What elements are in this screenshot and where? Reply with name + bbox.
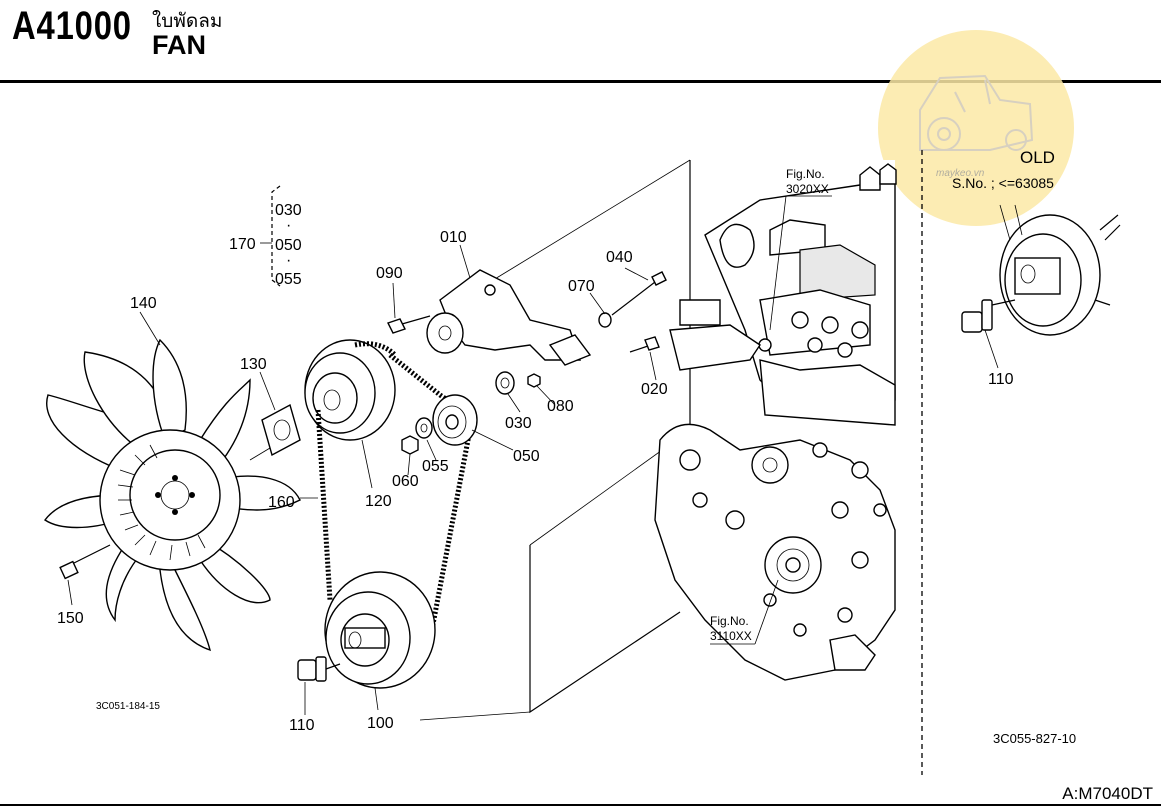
fig-ref-line2: 3020XX [786, 182, 829, 196]
old-bolt-110 [961, 299, 1016, 369]
callout-040: 040 [606, 249, 633, 266]
callout-160: 160 [268, 494, 295, 511]
callout-110: 110 [289, 717, 315, 734]
bolt-150 [59, 544, 111, 580]
serial-label: S.No. ; <=63085 [952, 175, 1054, 191]
engine-block [419, 159, 897, 721]
callout-010: 010 [440, 229, 467, 246]
callout-060: 060 [392, 473, 419, 490]
fig-ref-3110: Fig.No. 3110XX [710, 579, 779, 645]
nut-080 [527, 373, 541, 388]
header-divider [0, 80, 1161, 83]
callout-020: 020 [641, 381, 668, 398]
bolt-090 [387, 315, 431, 334]
washer-055 [415, 417, 433, 439]
group-item-030: 030 [275, 202, 302, 219]
callout-100: 100 [367, 715, 394, 732]
page-title: FAN [152, 30, 206, 60]
callout-090: 090 [376, 265, 403, 282]
callout-070: 070 [568, 278, 595, 295]
tensioner-pulley-050 [432, 394, 478, 446]
bolt-020 [629, 336, 660, 353]
callout-120: 120 [365, 493, 392, 510]
group-170-bracket [260, 185, 281, 287]
spacer-130 [249, 403, 301, 461]
group-item-050: 050 [275, 237, 302, 254]
drawing-code-left: 3C051-184-15 [96, 701, 160, 712]
callout-170: 170 [229, 236, 256, 253]
callout-030: 030 [505, 415, 532, 432]
pulley-120 [304, 339, 396, 441]
fig-ref-3020: Fig.No. 3020XX [769, 167, 832, 331]
old-pulley [999, 204, 1121, 336]
washer-070 [598, 312, 612, 328]
callout-130: 130 [240, 356, 267, 373]
leader-lines [67, 244, 657, 715]
fig-ref-line2: 3110XX [710, 629, 752, 643]
watermark-text: maykeo.vn [936, 168, 985, 179]
group-dot: · [286, 217, 291, 234]
callout-110-old: 110 [988, 371, 1014, 388]
watermark-logo: maykeo.vn [878, 30, 1074, 226]
page-title-thai: ใบพัดลม [152, 10, 223, 32]
group-item-055: 055 [275, 271, 302, 288]
drawing-code-right: 3C055-827-10 [993, 731, 1076, 746]
group-dot: · [286, 252, 291, 269]
nut-060 [401, 435, 419, 455]
model-code: A:M7040DT [1062, 784, 1153, 803]
callout-055: 055 [422, 458, 449, 475]
fig-ref-line1: Fig.No. [786, 167, 825, 181]
bracket-010 [426, 269, 592, 366]
pulley-100 [324, 571, 436, 689]
page-code: A41000 [12, 4, 132, 48]
variant-label: OLD [1020, 148, 1055, 167]
bolt-110 [297, 656, 341, 682]
callout-050: 050 [513, 448, 540, 465]
spacer-030 [495, 371, 515, 395]
callout-080: 080 [547, 398, 574, 415]
footer-divider [0, 804, 1161, 806]
fan-blade-assembly [43, 338, 301, 652]
fig-ref-line1: Fig.No. [710, 614, 749, 628]
callout-150: 150 [57, 610, 84, 627]
bolt-040 [611, 271, 667, 316]
callout-140: 140 [130, 295, 157, 312]
